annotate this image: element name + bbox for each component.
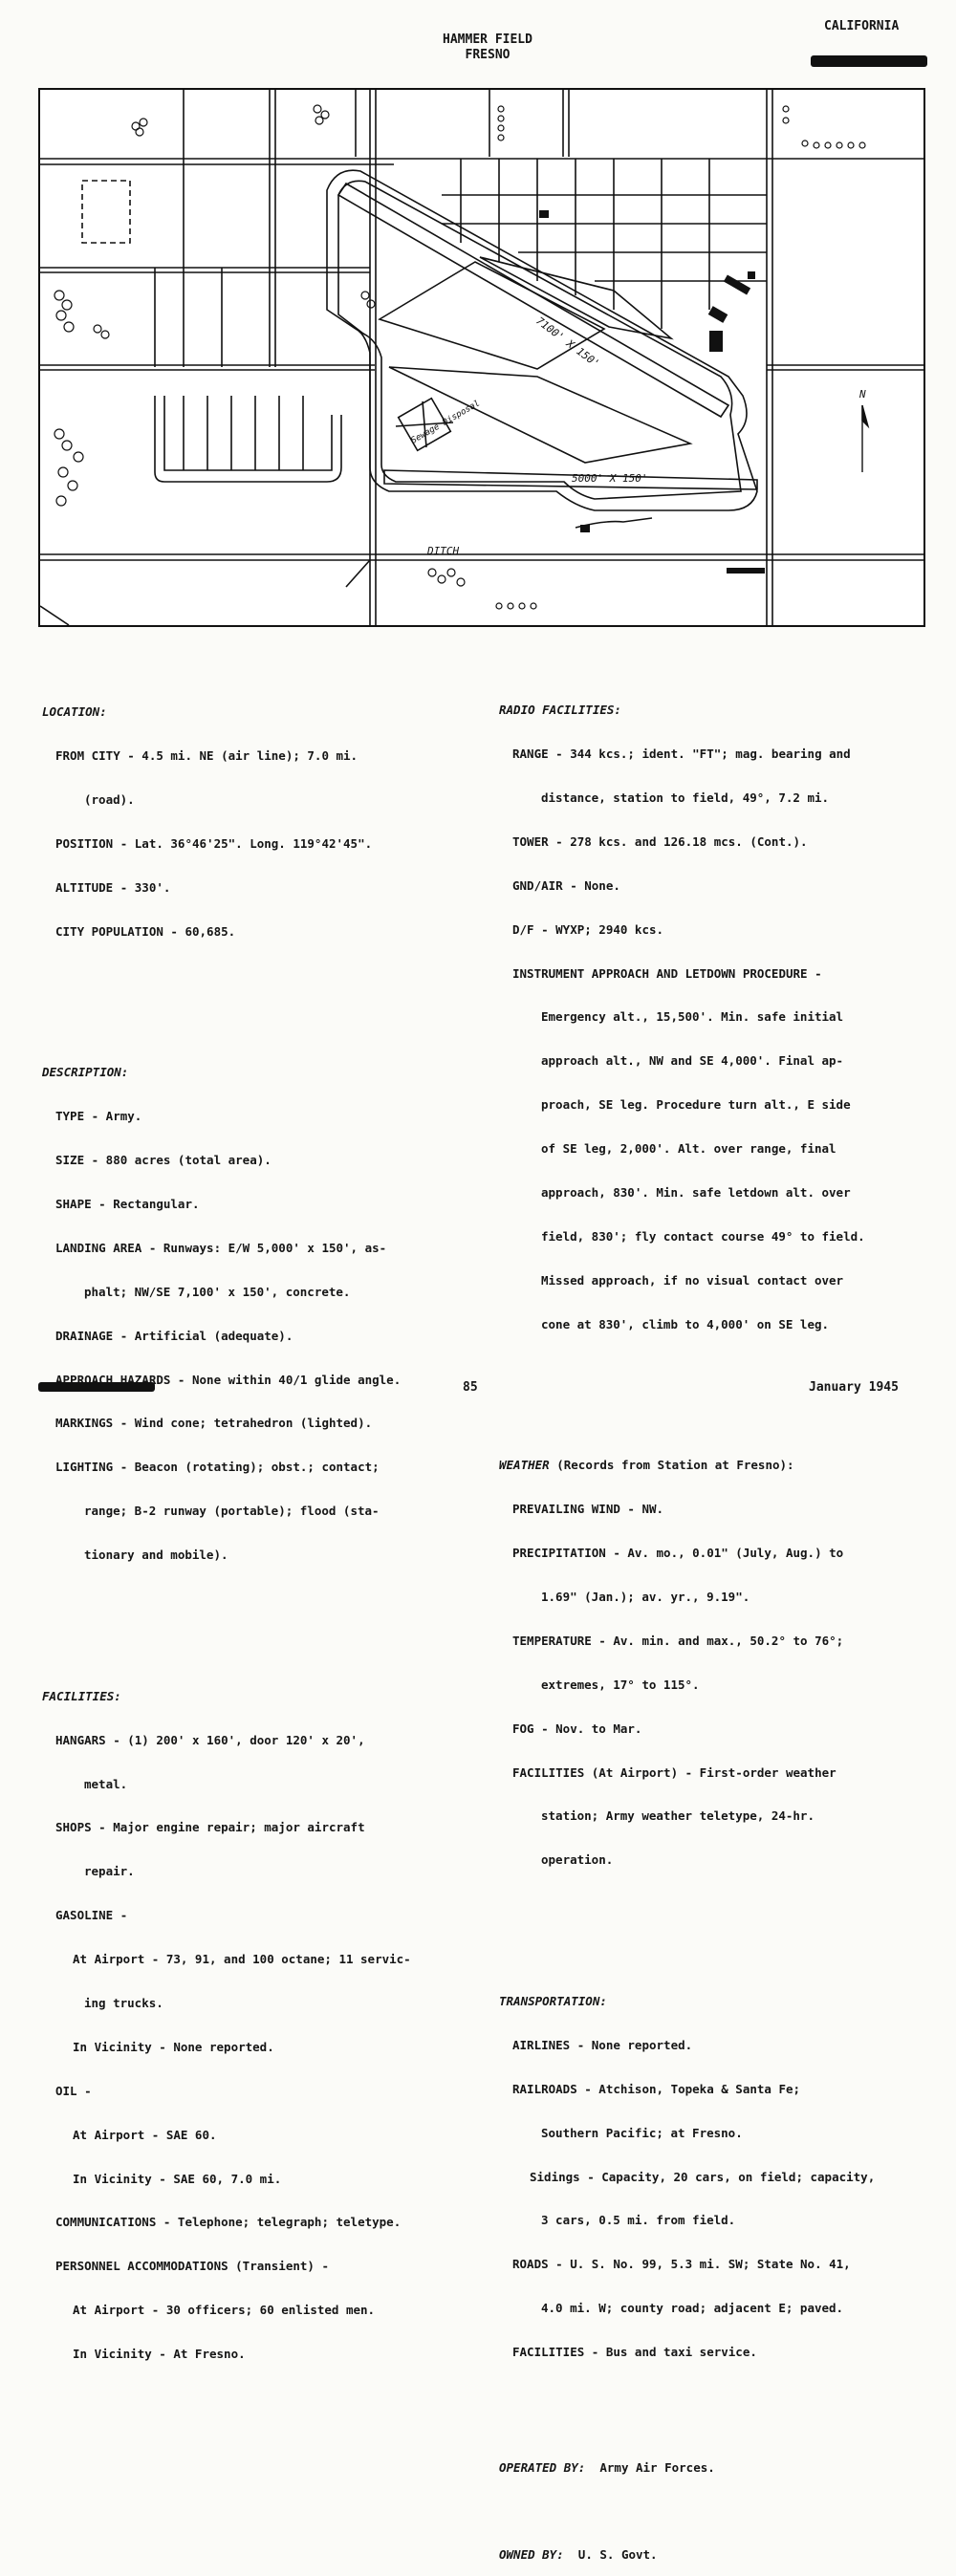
- weather-section: WEATHER (Records from Station at Fresno)…: [499, 1429, 875, 1897]
- radio-line: cone at 830', climb to 4,000' on SE leg.: [541, 1316, 830, 1331]
- page-header: HAMMER FIELD FRESNO: [402, 32, 574, 63]
- transportation-title: TRANSPORTATION:: [499, 1994, 607, 2009]
- facilities-line: In Vicinity - SAE 60, 7.0 mi.: [73, 2171, 282, 2186]
- radio-line: distance, station to field, 49°, 7.2 mi.: [541, 790, 830, 805]
- location-line: POSITION - Lat. 36°46'25". Long. 119°42'…: [55, 835, 373, 851]
- description-line: LANDING AREA - Runways: E/W 5,000' x 150…: [55, 1240, 387, 1255]
- page-number: 85: [463, 1380, 478, 1395]
- state-name: CALIFORNIA: [824, 19, 900, 33]
- facilities-line: At Airport - 73, 91, and 100 octane; 11 …: [73, 1952, 411, 1967]
- radio-line: RANGE - 344 kcs.; ident. "FT"; mag. bear…: [512, 747, 851, 762]
- facilities-line: In Vicinity - At Fresno.: [73, 2347, 246, 2362]
- transportation-line: RAILROADS - Atchison, Topeka & Santa Fe;: [512, 2081, 801, 2096]
- weather-line: 1.69" (Jan.); av. yr., 9.19".: [541, 1590, 750, 1604]
- city-name: FRESNO: [465, 48, 511, 62]
- radio-title: RADIO FACILITIES:: [499, 703, 621, 718]
- description-line: phalt; NW/SE 7,100' x 150', concrete.: [84, 1284, 351, 1299]
- location-line: CITY POPULATION - 60,685.: [55, 923, 236, 939]
- weather-line: FOG - Nov. to Mar.: [512, 1721, 642, 1736]
- transportation-line: ROADS - U. S. No. 99, 5.3 mi. SW; State …: [512, 2257, 851, 2272]
- redaction-bar-bottom: [38, 1382, 155, 1392]
- description-line: APPROACH HAZARDS - None within 40/1 glid…: [55, 1372, 402, 1387]
- location-section: LOCATION: FROM CITY - 4.5 mi. NE (air li…: [42, 676, 411, 968]
- weather-line: TEMPERATURE - Av. min. and max., 50.2° t…: [512, 1633, 844, 1648]
- airfield-map-drawing: 7100' X 150' 5000' X 150' Sewage Disposa…: [40, 90, 923, 625]
- facilities-line: COMMUNICATIONS - Telephone; telegraph; t…: [55, 2215, 402, 2230]
- owned-by: OWNED BY: U. S. Govt.: [499, 2547, 875, 2562]
- airfield-map: 7100' X 150' 5000' X 150' Sewage Disposa…: [38, 88, 925, 627]
- radio-line: Missed approach, if no visual contact ov…: [541, 1272, 844, 1288]
- owned-by-value: U. S. Govt.: [577, 2546, 658, 2562]
- operated-by: OPERATED BY: Army Air Forces.: [499, 2460, 875, 2475]
- publication-date: January 1945: [809, 1380, 899, 1395]
- facilities-line: At Airport - 30 officers; 60 enlisted me…: [73, 2303, 376, 2318]
- transportation-line: Sidings - Capacity, 20 cars, on field; c…: [530, 2169, 876, 2184]
- description-line: SHAPE - Rectangular.: [55, 1196, 200, 1211]
- ditch-label: DITCH: [426, 545, 459, 557]
- facilities-line: HANGARS - (1) 200' x 160', door 120' x 2…: [55, 1732, 365, 1747]
- facilities-section: FACILITIES: HANGARS - (1) 200' x 160', d…: [42, 1659, 411, 2391]
- radio-line: proach, SE leg. Procedure turn alt., E s…: [541, 1097, 851, 1113]
- facilities-line: OIL -: [55, 2083, 92, 2098]
- weather-line: FACILITIES (At Airport) - First-order we…: [512, 1764, 836, 1780]
- radio-line: D/F - WYXP; 2940 kcs.: [512, 921, 664, 937]
- radio-line: field, 830'; fly contact course 49° to f…: [541, 1228, 865, 1244]
- description-line: range; B-2 runway (portable); flood (sta…: [84, 1504, 380, 1519]
- transportation-line: 4.0 mi. W; county road; adjacent E; pave…: [541, 2301, 844, 2316]
- facilities-line: GASOLINE -: [55, 1908, 128, 1923]
- description-title: DESCRIPTION:: [42, 1065, 129, 1080]
- field-name: HAMMER FIELD: [443, 32, 532, 47]
- radio-line: of SE leg, 2,000'. Alt. over range, fina…: [541, 1141, 836, 1157]
- left-column: LOCATION: FROM CITY - 4.5 mi. NE (air li…: [42, 646, 411, 2405]
- radio-section: RADIO FACILITIES: RANGE - 344 kcs.; iden…: [499, 674, 875, 1361]
- radio-line: GND/AIR - None.: [512, 877, 620, 893]
- radio-line: INSTRUMENT APPROACH AND LETDOWN PROCEDUR…: [512, 965, 822, 981]
- operated-by-value: Army Air Forces.: [599, 2460, 715, 2476]
- redaction-bar-top: [811, 55, 927, 67]
- runway-ew-label: 5000' X 150': [572, 472, 647, 485]
- weather-title-rest: (Records from Station at Fresno):: [549, 1458, 794, 1473]
- transportation-line: Southern Pacific; at Fresno.: [541, 2125, 743, 2140]
- radio-line: approach, 830'. Min. safe letdown alt. o…: [541, 1184, 851, 1200]
- weather-line: PREVAILING WIND - NW.: [512, 1502, 664, 1517]
- owned-by-label: OWNED BY:: [499, 2546, 564, 2562]
- transportation-line: FACILITIES - Bus and taxi service.: [512, 2345, 757, 2360]
- description-section: DESCRIPTION: TYPE - Army. SIZE - 880 acr…: [42, 1036, 411, 1591]
- facilities-title: FACILITIES:: [42, 1688, 121, 1703]
- facilities-line: At Airport - SAE 60.: [73, 2127, 217, 2142]
- description-line: MARKINGS - Wind cone; tetrahedron (light…: [55, 1416, 373, 1431]
- weather-line: extremes, 17° to 115°.: [541, 1677, 700, 1692]
- sewage-label: Sewage Disposal: [410, 399, 482, 445]
- description-line: LIGHTING - Beacon (rotating); obst.; con…: [55, 1460, 380, 1475]
- weather-title: WEATHER: [499, 1458, 550, 1473]
- facilities-line: In Vicinity - None reported.: [73, 2039, 274, 2054]
- location-line: FROM CITY - 4.5 mi. NE (air line); 7.0 m…: [55, 748, 358, 764]
- right-column: RADIO FACILITIES: RANGE - 344 kcs.; iden…: [499, 644, 875, 2576]
- facilities-line: SHOPS - Major engine repair; major aircr…: [55, 1820, 365, 1835]
- operated-by-label: OPERATED BY:: [499, 2460, 586, 2476]
- description-line: TYPE - Army.: [55, 1109, 142, 1124]
- location-line: (road).: [84, 791, 135, 807]
- weather-line: operation.: [541, 1852, 614, 1868]
- radio-line: Emergency alt., 15,500'. Min. safe initi…: [541, 1009, 844, 1025]
- location-title: LOCATION:: [42, 704, 107, 720]
- weather-line: PRECIPITATION - Av. mo., 0.01" (July, Au…: [512, 1546, 844, 1561]
- weather-heading: WEATHER (Records from Station at Fresno)…: [499, 1458, 875, 1472]
- weather-line: station; Army weather teletype, 24-hr.: [541, 1808, 815, 1824]
- transportation-section: TRANSPORTATION: AIRLINES - None reported…: [499, 1964, 875, 2389]
- radio-line: TOWER - 278 kcs. and 126.18 mcs. (Cont.)…: [512, 833, 808, 849]
- transportation-line: AIRLINES - None reported.: [512, 2037, 693, 2052]
- facilities-line: ing trucks.: [84, 1996, 163, 2011]
- facilities-line: repair.: [84, 1864, 135, 1879]
- transportation-line: 3 cars, 0.5 mi. from field.: [541, 2213, 736, 2228]
- facilities-line: PERSONNEL ACCOMMODATIONS (Transient) -: [55, 2259, 329, 2274]
- description-line: SIZE - 880 acres (total area).: [55, 1153, 272, 1168]
- north-label: N: [858, 388, 866, 400]
- facilities-line: metal.: [84, 1776, 128, 1791]
- description-line: tionary and mobile).: [84, 1548, 228, 1563]
- radio-line: approach alt., NW and SE 4,000'. Final a…: [541, 1053, 844, 1069]
- description-line: DRAINAGE - Artificial (adequate).: [55, 1328, 293, 1343]
- location-line: ALTITUDE - 330'.: [55, 879, 171, 895]
